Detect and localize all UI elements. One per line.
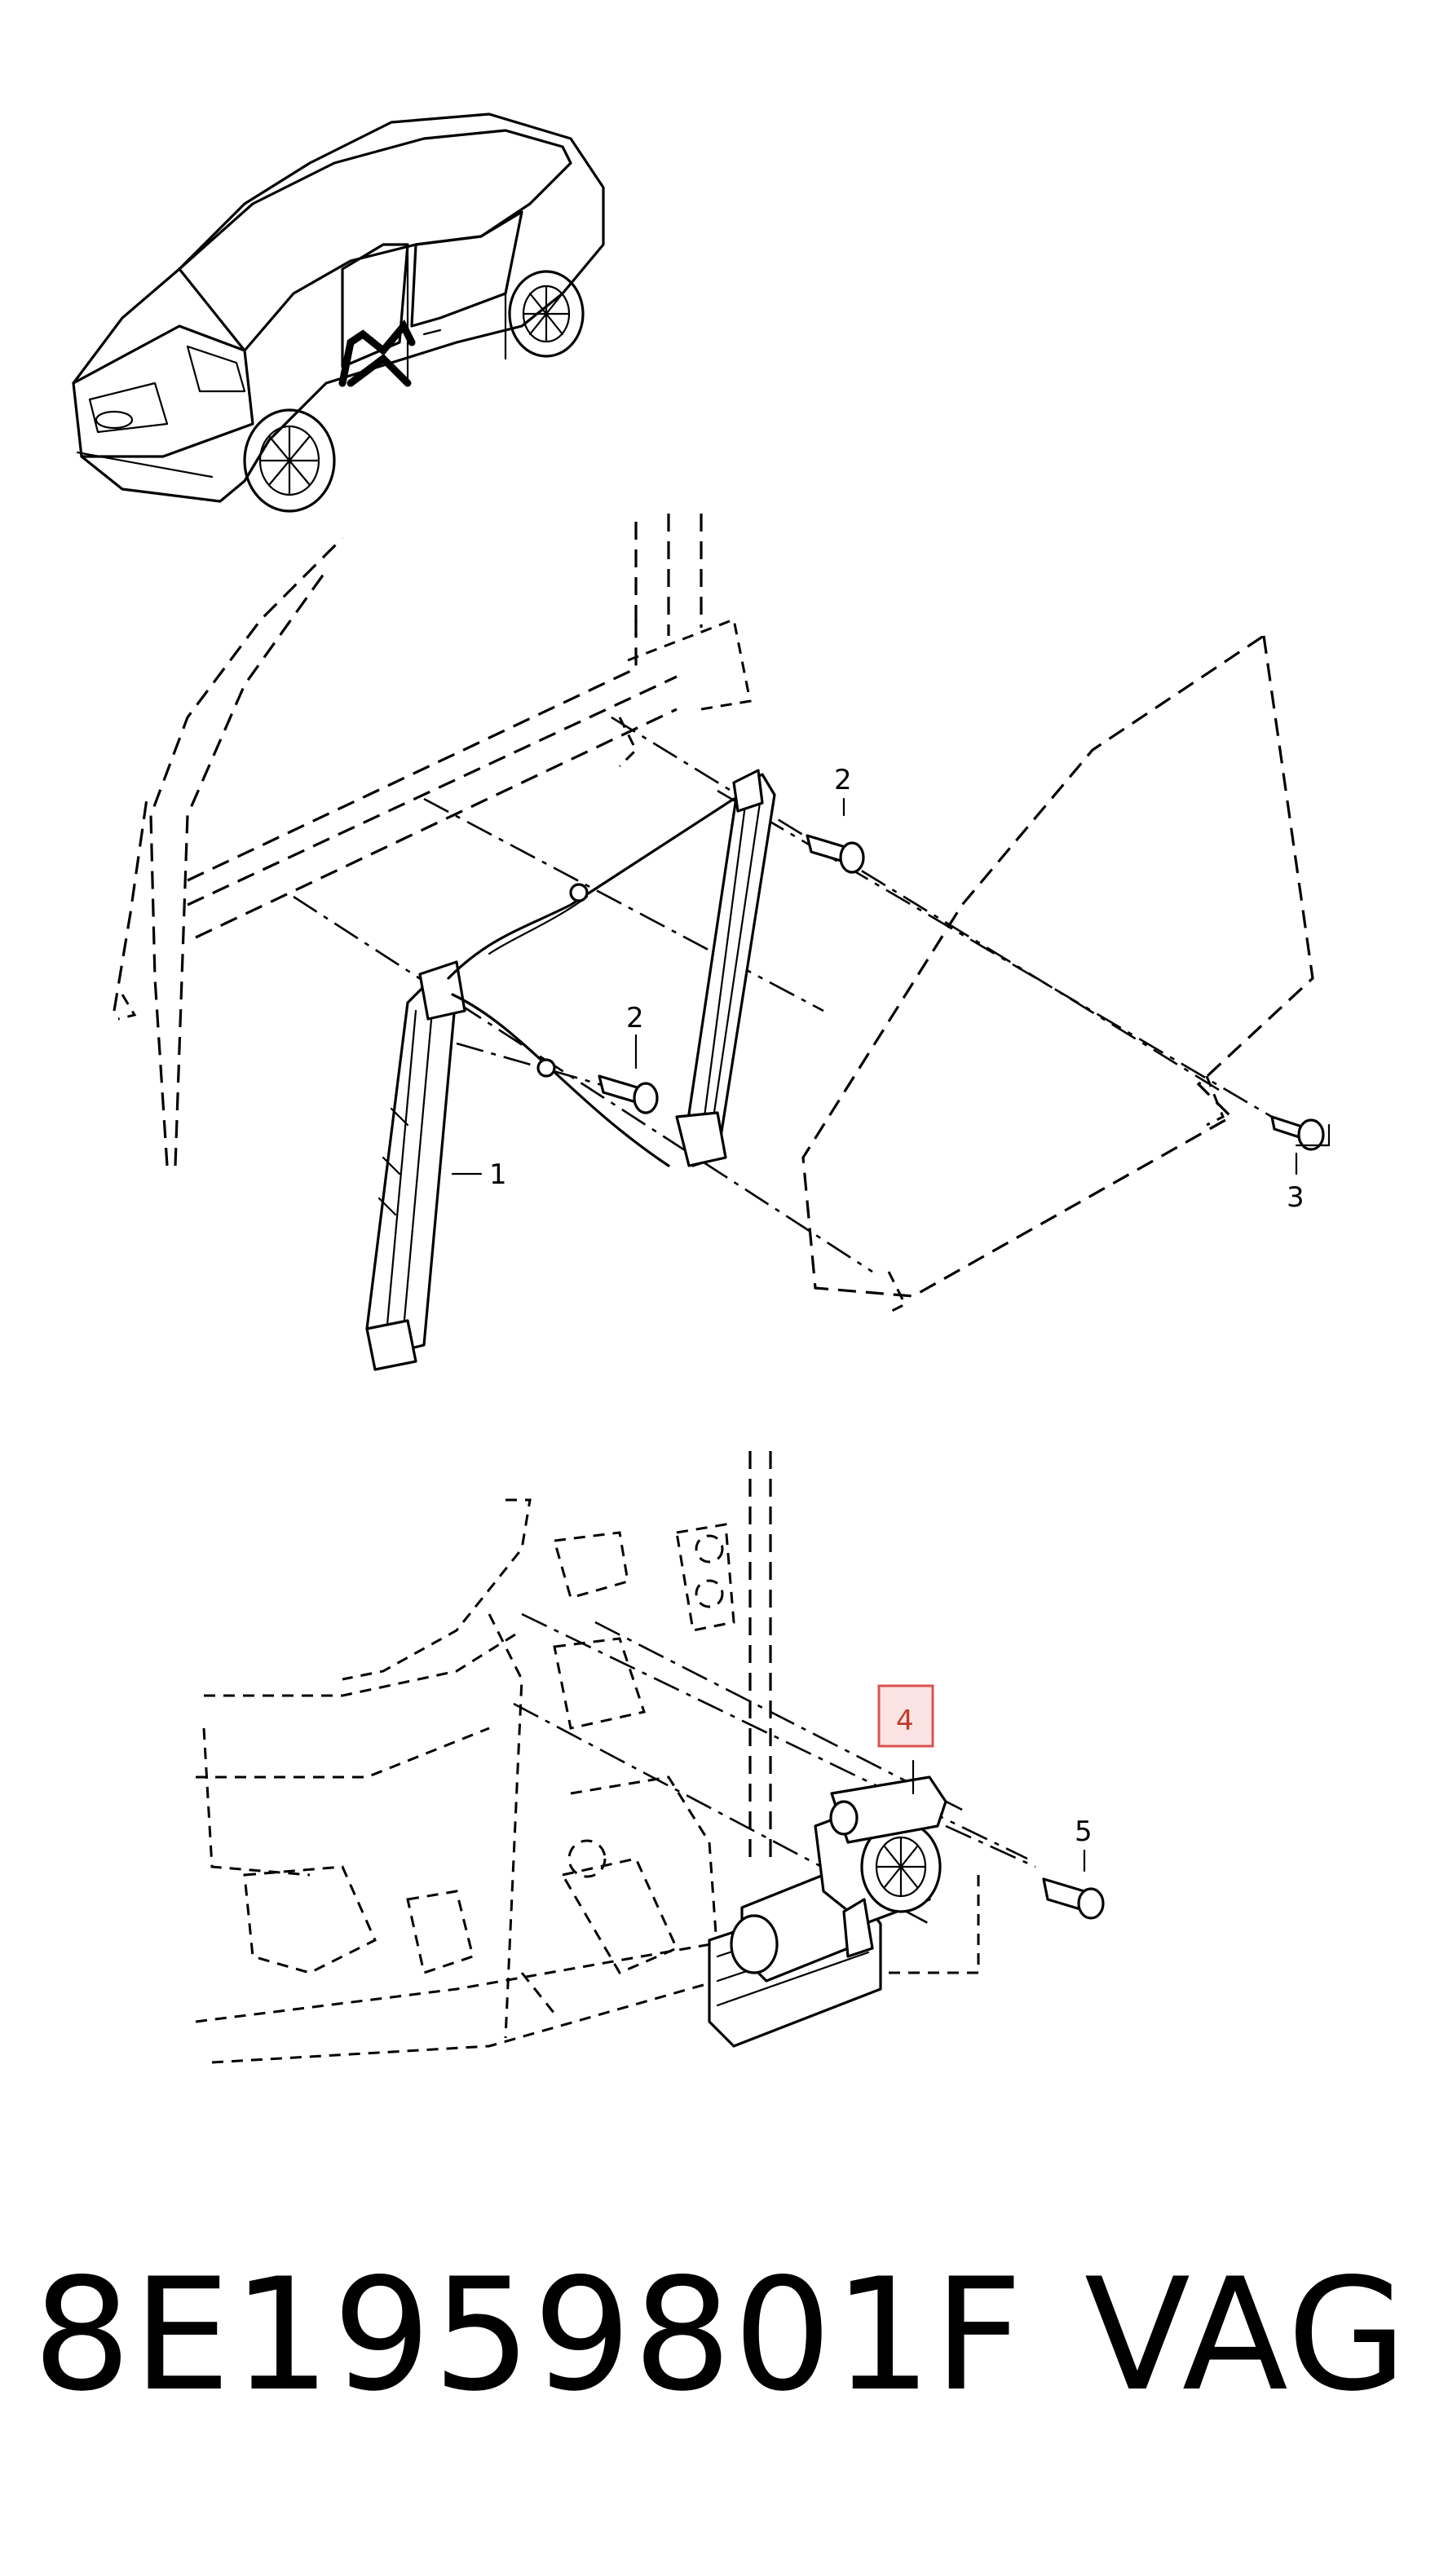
callout-1: 1 — [489, 1158, 507, 1191]
callout-2-upper: 2 — [834, 764, 852, 796]
callout-2-lower: 2 — [626, 1002, 644, 1034]
part-number: 8E1959801F — [33, 2245, 1025, 2425]
window-motor-part-4 — [708, 1775, 947, 2048]
bolt-2-upper — [806, 834, 865, 874]
callout-5: 5 — [1075, 1815, 1093, 1848]
car-illustration — [72, 112, 605, 513]
callout-labels: 1 2 2 3 4 5 — [489, 764, 1305, 1848]
callout-3: 3 — [1287, 1181, 1305, 1214]
regulator-diagram — [113, 514, 1331, 1371]
highlight-box — [877, 1684, 934, 1748]
bolt-2-lower — [598, 1074, 659, 1114]
brand-label: VAG — [1084, 2245, 1409, 2425]
motor-diagram — [195, 1451, 1105, 2064]
callout-4: 4 — [896, 1705, 914, 1737]
bolt-3 — [1270, 1115, 1331, 1151]
bolt-5 — [1042, 1877, 1105, 1920]
